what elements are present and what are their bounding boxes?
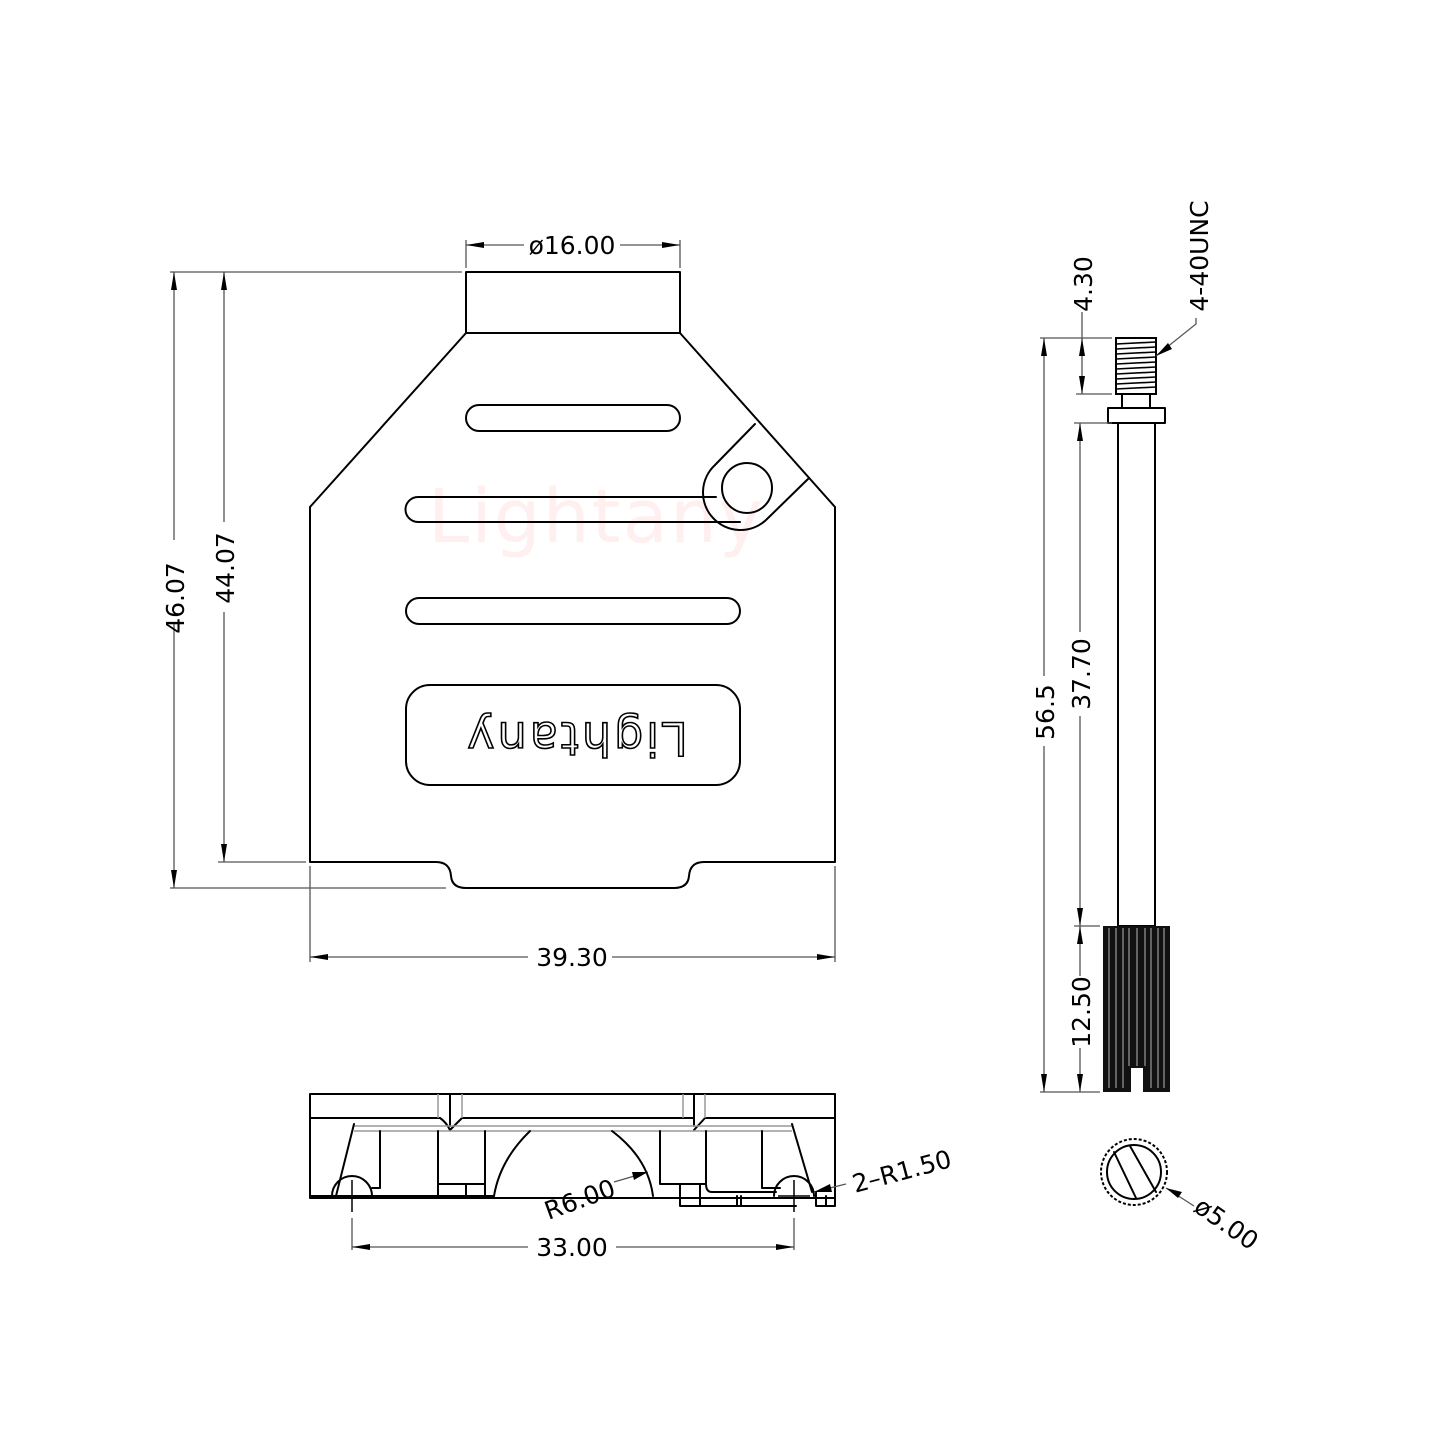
dim-thread-length: 4.30	[1040, 256, 1112, 395]
watermark-text: Lightany	[428, 474, 765, 560]
corner-hole-right	[773, 1175, 815, 1197]
dim-hole-spacing: 33.00	[351, 1218, 795, 1262]
front-view: Lightany Lightany ø16.00	[161, 231, 836, 972]
center-arc-left	[493, 1130, 531, 1197]
dim-knob-diameter: ø5.00	[1165, 1187, 1264, 1256]
dim-label: 46.07	[161, 562, 190, 634]
dim-label: 4.30	[1069, 256, 1098, 312]
screw-collar	[1107, 407, 1166, 424]
screw-thread	[1115, 337, 1157, 395]
screw-end-view	[1100, 1138, 1168, 1206]
dim-thread-spec: 4-40UNC	[1155, 200, 1214, 357]
bottom-view: 33.00 R6.00 2–R1.50	[309, 1093, 955, 1262]
dim-overall-width: 39.30	[309, 866, 836, 972]
bottom-outline	[309, 1093, 836, 1199]
hood-body-outline	[309, 332, 836, 889]
screw-boss	[702, 423, 809, 531]
brand-logo: Lightany	[464, 712, 687, 766]
dim-label: 33.00	[536, 1233, 608, 1262]
dim-label: 4-40UNC	[1185, 200, 1214, 311]
dim-knob-length: 12.50	[1067, 926, 1096, 1092]
dim-label: 56.5	[1031, 684, 1060, 740]
dim-total-length: 56.5	[1031, 338, 1100, 1093]
center-arc-right	[611, 1130, 654, 1197]
dim-label: 39.30	[536, 943, 608, 972]
dim-shaft-length: 37.70	[1067, 422, 1112, 927]
screw-view: 4.30 4-40UNC 56.5 37.70	[1031, 200, 1264, 1255]
logo-plate	[405, 684, 741, 786]
dim-label: 44.07	[211, 532, 240, 604]
dim-cable-exit-diameter: ø16.00	[465, 231, 681, 268]
dim-label: 2–R1.50	[849, 1144, 955, 1198]
dim-body-height: 44.07	[211, 272, 306, 863]
vent-slot-2	[404, 496, 741, 523]
dim-label: ø5.00	[1189, 1191, 1264, 1255]
dim-overall-height: 46.07	[161, 271, 462, 889]
screw-hole	[721, 462, 773, 514]
corner-hole-left	[331, 1175, 373, 1197]
vent-slot-1	[465, 404, 681, 432]
dim-label: R6.00	[541, 1173, 620, 1225]
dim-label: 37.70	[1067, 638, 1096, 710]
vent-slot-3	[405, 597, 741, 625]
cable-exit-collar	[465, 271, 681, 334]
screw-knob	[1103, 926, 1170, 1094]
dim-label: 12.50	[1067, 976, 1096, 1048]
dim-label: ø16.00	[529, 231, 616, 260]
screw-shaft	[1117, 422, 1156, 927]
